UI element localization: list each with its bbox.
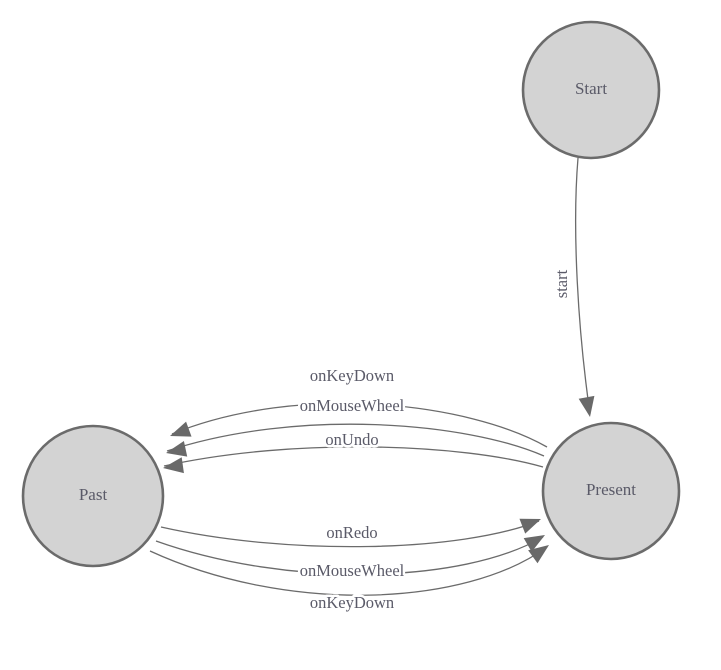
edges-layer [149, 157, 591, 596]
arrowhead-present-past-onmousewheel [166, 441, 188, 457]
edge-label-halo-start: start [552, 269, 571, 298]
edge-past-present-onmousewheel[interactable] [155, 536, 544, 575]
edge-present-past-onkeydown[interactable] [171, 402, 548, 448]
arrowhead-past-present-onmousewheel [523, 535, 545, 552]
node-start-circle[interactable] [521, 20, 661, 160]
edge-label-past-present-onredo: onRedo [326, 523, 377, 542]
edge-label-group-past-present-onkeydown: onKeyDown onKeyDown [307, 590, 396, 614]
node-past-label: Past [79, 485, 108, 504]
edge-label-halo-present-past-onmousewheel: onMouseWheel [300, 396, 405, 415]
nodes-layer: Start Past Present [21, 20, 681, 568]
edge-start-present[interactable] [575, 157, 591, 415]
edge-label-halo-present-past-onkeydown: onKeyDown [310, 366, 394, 385]
edge-label-present-past-onkeydown: onKeyDown [310, 366, 394, 385]
edge-label-start: start [552, 269, 571, 298]
edge-label-halo-present-past-onundo: onUndo [325, 430, 378, 449]
edge-present-past-onundo[interactable] [163, 446, 544, 468]
edge-past-present-onkeydown[interactable] [149, 546, 548, 596]
edge-label-halo-past-present-onkeydown: onKeyDown [310, 593, 394, 612]
node-past-circle[interactable] [21, 424, 165, 568]
node-present-label: Present [586, 480, 636, 499]
edge-labels-layer: start start onKeyDown onKeyDown onMouseW… [297, 267, 573, 614]
edge-label-halo-past-present-onredo: onRedo [326, 523, 377, 542]
edge-label-group-present-past-onkeydown: onKeyDown onKeyDown [307, 363, 396, 387]
arrowhead-present-past-onundo [163, 457, 184, 474]
arrowhead-start-present [578, 395, 595, 417]
node-start-label: Start [575, 79, 607, 98]
edge-label-past-present-onkeydown: onKeyDown [310, 593, 394, 612]
arrowhead-present-past-onkeydown [170, 421, 192, 437]
edge-present-past-onmousewheel[interactable] [166, 423, 545, 457]
node-start[interactable]: Start [521, 20, 661, 160]
arrowhead-past-present-onkeydown [528, 545, 549, 564]
edge-label-group-past-present-onredo: onRedo onRedo [324, 520, 380, 544]
edge-label-halo-past-present-onmousewheel: onMouseWheel [300, 561, 405, 580]
edge-label-past-present-onmousewheel: onMouseWheel [300, 561, 405, 580]
edge-label-group-past-present-onmousewheel: onMouseWheel onMouseWheel [297, 558, 407, 582]
edge-label-group-present-past-onmousewheel: onMouseWheel onMouseWheel [297, 393, 407, 417]
edge-label-present-past-onundo: onUndo [325, 430, 378, 449]
arrowheads-layer [163, 395, 595, 564]
arrowhead-past-present-onredo [519, 518, 541, 534]
edge-label-group-start: start start [549, 267, 573, 301]
node-past[interactable]: Past [21, 424, 165, 568]
node-present-circle[interactable] [541, 421, 681, 561]
edge-label-group-present-past-onundo: onUndo onUndo [323, 427, 381, 451]
edge-label-present-past-onmousewheel: onMouseWheel [300, 396, 405, 415]
edge-past-present-onredo[interactable] [160, 520, 540, 548]
node-present[interactable]: Present [541, 421, 681, 561]
